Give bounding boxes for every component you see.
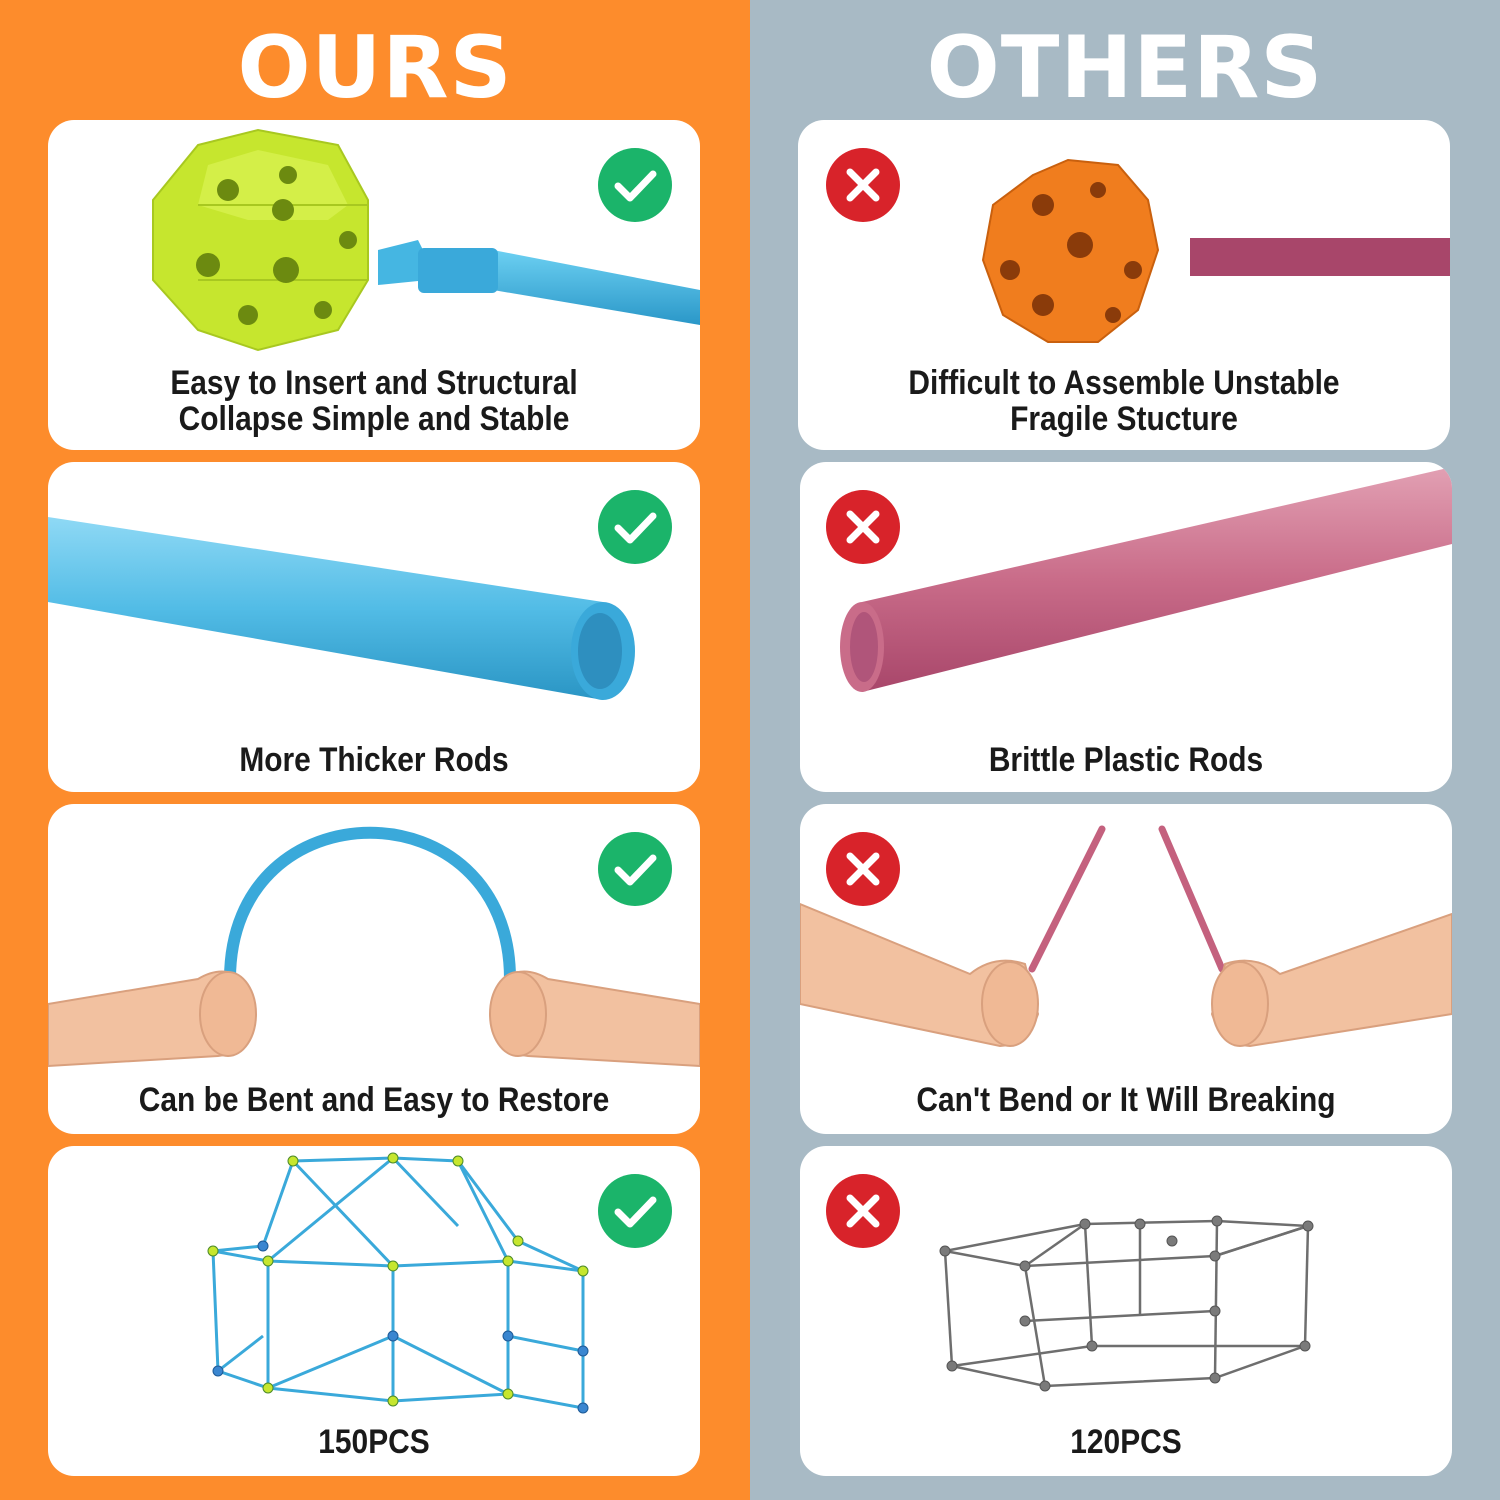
ours-check-badge-2	[598, 490, 672, 564]
bent-rod-hands-image	[48, 826, 700, 1068]
broken-rod-hands-image	[800, 825, 1452, 1048]
cross-icon	[826, 490, 900, 564]
ours-caption-4: 150PCS	[318, 1423, 430, 1461]
ours-check-badge-1	[598, 148, 672, 222]
check-icon	[598, 490, 672, 564]
brittle-pink-rod-image	[840, 467, 1452, 692]
ours-check-badge-4	[598, 1174, 672, 1248]
others-card-connector: Difficult to Assemble Unstable Fragile S…	[798, 120, 1450, 450]
others-caption-1-line-2: Fragile Stucture	[1010, 400, 1238, 438]
ours-caption-1-line-1: Easy to Insert and Structural	[170, 364, 578, 402]
ours-check-badge-3	[598, 832, 672, 906]
thick-blue-rod-image	[48, 517, 635, 700]
others-cross-badge-4	[826, 1174, 900, 1248]
ours-caption-2: More Thicker Rods	[239, 741, 509, 779]
ours-column: OURS Easy to Insert and Structural Colla…	[0, 0, 750, 1500]
cross-icon	[826, 832, 900, 906]
others-cross-badge-1	[826, 148, 900, 222]
others-caption-3: Can't Bend or It Will Breaking	[916, 1081, 1336, 1119]
cross-icon	[826, 1174, 900, 1248]
others-cross-badge-3	[826, 832, 900, 906]
check-icon	[598, 1174, 672, 1248]
ours-card-structure: 150PCS	[48, 1146, 700, 1476]
ours-fort-structure-image	[207, 1152, 589, 1414]
check-icon	[598, 148, 672, 222]
ours-heading: OURS	[237, 18, 513, 118]
others-cross-badge-2	[826, 490, 900, 564]
others-card-structure: 120PCS	[800, 1146, 1452, 1476]
ours-card-bend: Can be Bent and Easy to Restore	[48, 804, 700, 1134]
others-caption-1-line-1: Difficult to Assemble Unstable	[908, 364, 1340, 402]
others-card-bend: Can't Bend or It Will Breaking	[800, 804, 1452, 1134]
ours-caption-3: Can be Bent and Easy to Restore	[138, 1081, 610, 1119]
orange-ball-rod-image	[981, 158, 1450, 343]
others-column: OTHERS Difficult to Assemble Unstable Fr…	[750, 0, 1500, 1500]
others-caption-4: 120PCS	[1070, 1423, 1182, 1461]
others-card-rod: Brittle Plastic Rods	[800, 462, 1452, 792]
others-caption-2: Brittle Plastic Rods	[988, 741, 1264, 779]
ours-card-rod: More Thicker Rods	[48, 462, 700, 792]
green-ball-connector-image	[152, 128, 700, 352]
others-heading: OTHERS	[926, 18, 1324, 118]
ours-caption-1-line-2: Collapse Simple and Stable	[178, 400, 570, 438]
others-fort-structure-image	[939, 1215, 1314, 1392]
cross-icon	[826, 148, 900, 222]
check-icon	[598, 832, 672, 906]
ours-card-connector: Easy to Insert and Structural Collapse S…	[48, 120, 700, 450]
